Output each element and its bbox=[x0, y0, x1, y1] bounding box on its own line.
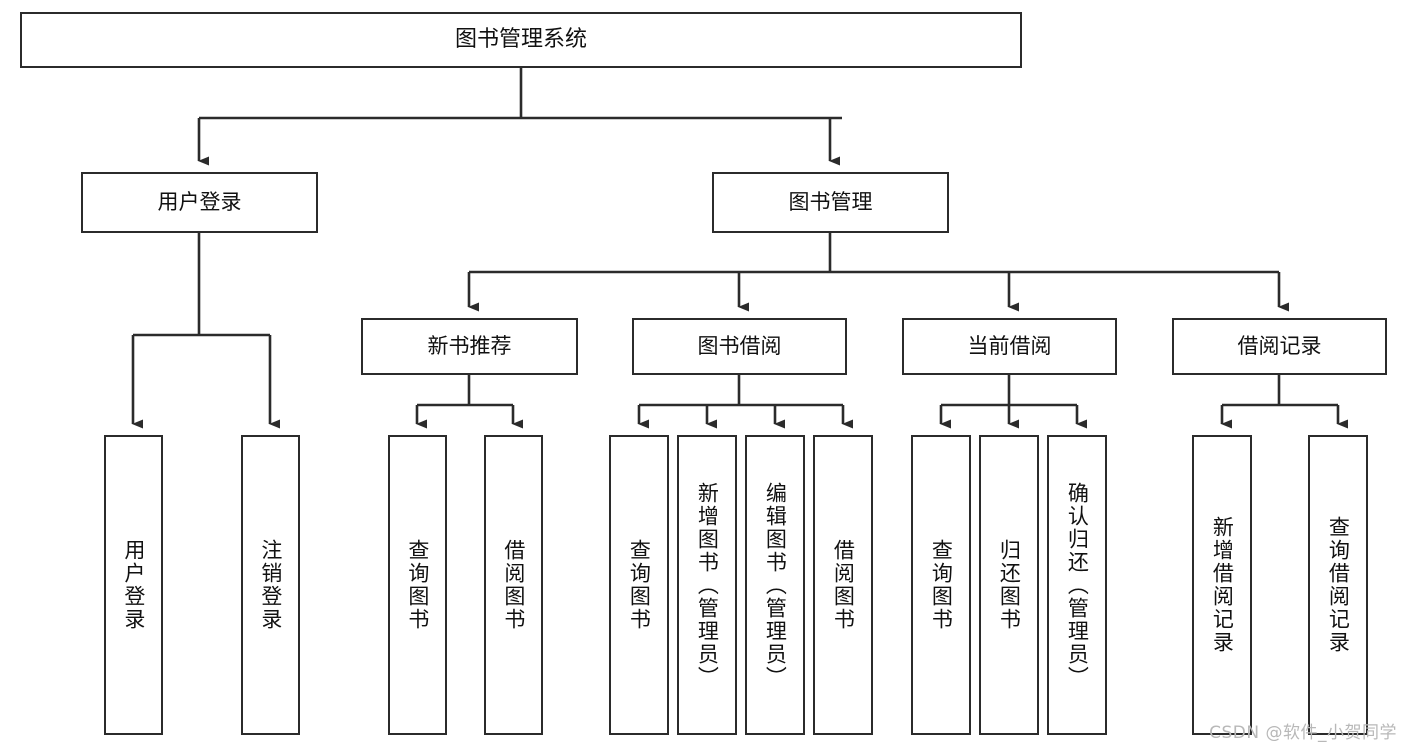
node-current-borrow[interactable]: 当前借阅 bbox=[902, 318, 1117, 375]
node-borrow-record[interactable]: 借阅记录 bbox=[1172, 318, 1387, 375]
node-label: 新增图书（管理员） bbox=[695, 481, 720, 689]
leaf-user-login-logout[interactable]: 注销登录 bbox=[241, 435, 300, 735]
node-label: 查询图书 bbox=[405, 539, 430, 631]
node-label: 借阅记录 bbox=[1237, 334, 1322, 359]
node-user-login[interactable]: 用户登录 bbox=[81, 172, 318, 233]
leaf-book-borrow-query[interactable]: 查询图书 bbox=[609, 435, 669, 735]
leaf-borrow-record-add[interactable]: 新增借阅记录 bbox=[1192, 435, 1252, 735]
node-label: 查询图书 bbox=[627, 539, 652, 631]
node-new-book-recommend[interactable]: 新书推荐 bbox=[361, 318, 578, 375]
leaf-current-borrow-confirm[interactable]: 确认归还（管理员） bbox=[1047, 435, 1107, 735]
node-label: 图书借阅 bbox=[697, 334, 782, 359]
leaf-current-borrow-return[interactable]: 归还图书 bbox=[979, 435, 1039, 735]
node-label: 确认归还（管理员） bbox=[1065, 481, 1090, 689]
node-label: 注销登录 bbox=[258, 539, 283, 631]
watermark: CSDN @软件_小贺同学 bbox=[1209, 723, 1397, 743]
leaf-user-login-login[interactable]: 用户登录 bbox=[104, 435, 163, 735]
node-book-manage[interactable]: 图书管理 bbox=[712, 172, 949, 233]
node-label: 图书管理系统 bbox=[454, 27, 587, 53]
leaf-book-borrow-edit[interactable]: 编辑图书（管理员） bbox=[745, 435, 805, 735]
node-label: 归还图书 bbox=[997, 539, 1022, 631]
node-label: 用户登录 bbox=[157, 190, 242, 215]
leaf-new-book-query[interactable]: 查询图书 bbox=[388, 435, 447, 735]
leaf-book-borrow-add[interactable]: 新增图书（管理员） bbox=[677, 435, 737, 735]
node-label: 当前借阅 bbox=[967, 334, 1052, 359]
node-label: 查询图书 bbox=[929, 539, 954, 631]
leaf-new-book-borrow[interactable]: 借阅图书 bbox=[484, 435, 543, 735]
node-label: 用户登录 bbox=[121, 539, 146, 631]
node-label: 新书推荐 bbox=[427, 334, 512, 359]
leaf-borrow-record-query[interactable]: 查询借阅记录 bbox=[1308, 435, 1368, 735]
node-root-system[interactable]: 图书管理系统 bbox=[20, 12, 1022, 68]
node-label: 查询借阅记录 bbox=[1326, 516, 1351, 654]
node-label: 借阅图书 bbox=[501, 539, 526, 631]
node-label: 新增借阅记录 bbox=[1210, 516, 1235, 654]
leaf-current-borrow-query[interactable]: 查询图书 bbox=[911, 435, 971, 735]
node-book-borrow[interactable]: 图书借阅 bbox=[632, 318, 847, 375]
leaf-book-borrow-borrow[interactable]: 借阅图书 bbox=[813, 435, 873, 735]
node-label: 编辑图书（管理员） bbox=[763, 481, 788, 689]
node-label: 借阅图书 bbox=[831, 539, 856, 631]
node-label: 图书管理 bbox=[788, 190, 873, 215]
